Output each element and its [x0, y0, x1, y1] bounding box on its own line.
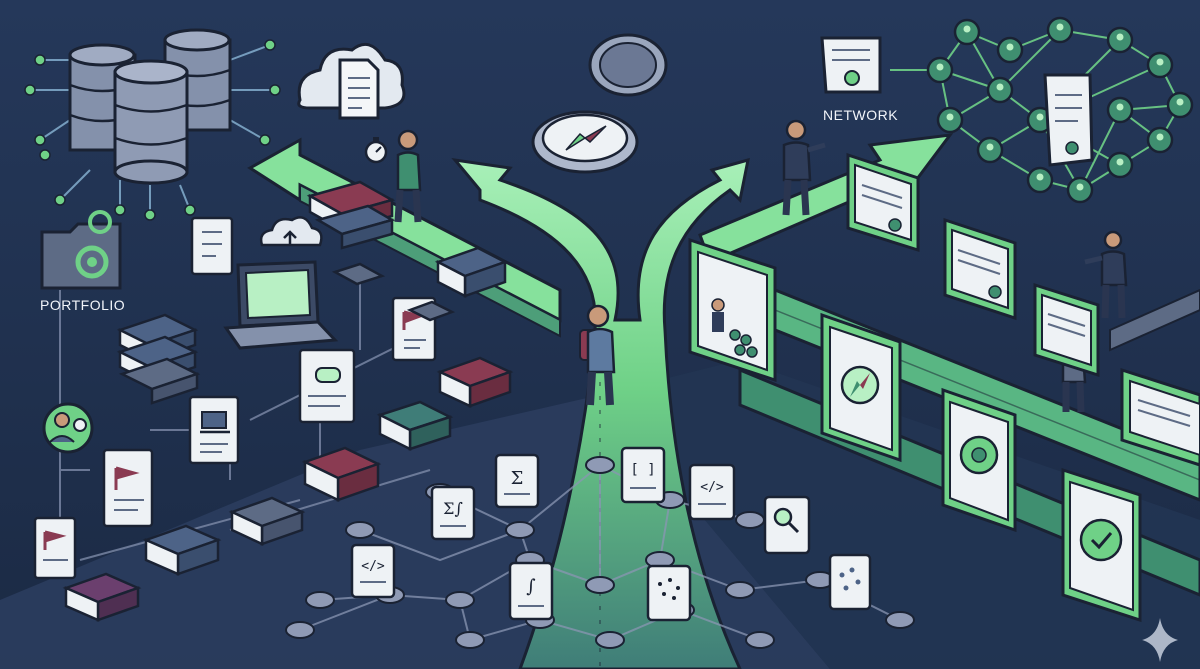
book-stack-icon [376, 400, 454, 452]
sparkle-icon [1142, 618, 1178, 662]
code-symbol: </> [361, 559, 385, 574]
document-icon [828, 553, 872, 611]
document-icon: Σ [494, 453, 540, 509]
award-seal-icon [1065, 141, 1079, 155]
cloud-upload [259, 216, 323, 247]
flag-document-icon [33, 516, 77, 580]
award-seal-icon [888, 218, 902, 232]
diploma-scroll-icon [1043, 73, 1094, 167]
book-stack-icon [436, 356, 514, 408]
magnifier-document-icon [763, 495, 811, 555]
book-stack-icon [306, 180, 396, 250]
mentor-avatar-badge [42, 402, 94, 454]
laptop-document-icon [188, 395, 240, 465]
certificate-icon [1061, 467, 1142, 623]
portfolio-label: PORTFOLIO [40, 297, 125, 313]
certificate-icon [943, 217, 1017, 321]
book-stack-icon [301, 446, 382, 502]
compass-icon [73, 418, 87, 432]
person-icon [394, 129, 422, 223]
book-stack-icon [116, 313, 201, 405]
cloud-storage [297, 42, 406, 120]
laptop-icon [223, 260, 339, 350]
document-icon: ∫ [508, 561, 554, 621]
document-icon: </> [350, 543, 396, 599]
database-icon [113, 59, 189, 185]
code-symbol: </> [700, 480, 724, 495]
professional-network: NETWORK [820, 16, 1194, 204]
left-documents [33, 216, 437, 580]
magnifier-icon [773, 507, 793, 527]
brackets-symbol: [ ] [630, 462, 655, 478]
document-icon [338, 58, 380, 120]
stepping-stones [331, 262, 456, 322]
award-seal-icon [844, 70, 860, 86]
book-stack-icon [142, 524, 222, 576]
person-icon [579, 304, 616, 406]
award-seal-icon [1079, 518, 1123, 562]
book-stacks [62, 180, 514, 622]
certificate-icon [1120, 367, 1200, 467]
certificate-icon [820, 312, 902, 463]
document-icon: </> [688, 463, 736, 521]
formula-documents: </> Σ∫ Σ ∫ [ ] </> [350, 446, 872, 622]
book-stack-icon [434, 246, 509, 299]
certificate-icon [1033, 282, 1100, 378]
document-icon [646, 564, 692, 622]
book-stack-icon [228, 496, 306, 546]
diagram-document-icon [298, 348, 356, 424]
flag-document-icon [102, 448, 154, 528]
sigma-symbol: Σ [511, 468, 524, 489]
document-icon: [ ] [620, 446, 666, 504]
network-label: NETWORK [823, 107, 898, 123]
cloud-icon [259, 216, 323, 247]
sigma-integral-symbol: Σ∫ [443, 499, 463, 518]
award-seal-icon [988, 285, 1002, 299]
certificate-icon [941, 387, 1017, 533]
compass-icon [531, 33, 668, 174]
portfolio-folder: PORTFOLIO [40, 210, 125, 313]
person-icon [1084, 230, 1128, 319]
right-platform [600, 360, 1200, 669]
certificate-icon [846, 152, 920, 253]
document-icon [190, 216, 234, 276]
integral-symbol: ∫ [526, 576, 536, 597]
book-stack-icon [62, 572, 142, 622]
certificate-icon [820, 36, 882, 94]
document-icon: Σ∫ [430, 485, 476, 541]
person-icon [782, 119, 826, 216]
certificate-icon [688, 237, 777, 383]
certificate-panels [688, 152, 1200, 623]
stopwatch-icon [364, 137, 388, 164]
database-cluster [24, 28, 281, 221]
